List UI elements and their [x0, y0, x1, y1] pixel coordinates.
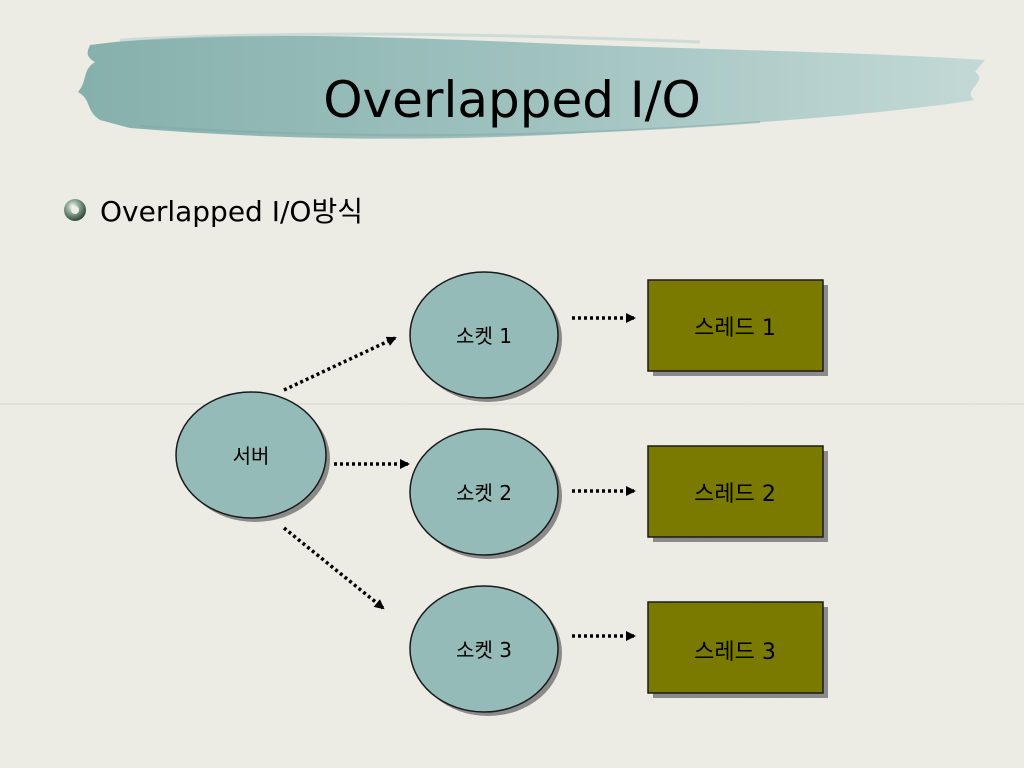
thread-label-3: 스레드 3 — [694, 640, 776, 665]
socket-label-2: 소켓 2 — [456, 481, 512, 505]
server-node: 서버 — [175, 391, 330, 522]
socket-node-3: 소켓 3 — [409, 585, 562, 716]
bullet-item: Overlapped I/O방식 — [62, 190, 363, 230]
arrow-server-socket-3 — [282, 526, 385, 610]
socket-node-1: 소켓 1 — [409, 271, 562, 402]
socket-node-2: 소켓 2 — [409, 428, 562, 559]
thread-box-3: 스레드 3 — [647, 601, 828, 698]
server-label: 서버 — [233, 444, 270, 468]
thread-label-2: 스레드 2 — [694, 482, 776, 507]
thread-label-1: 스레드 1 — [694, 316, 776, 341]
thread-box-1: 스레드 1 — [647, 279, 828, 376]
bullet-text: Overlapped I/O방식 — [100, 195, 363, 228]
arrow-server-socket-1 — [283, 336, 397, 392]
thread-box-2: 스레드 2 — [647, 445, 828, 542]
socket-label-3: 소켓 3 — [456, 638, 512, 662]
title-brush-stroke — [78, 32, 985, 139]
slide-title: Overlapped I/O — [323, 71, 701, 129]
sphere-bullet-icon — [64, 199, 86, 221]
socket-label-1: 소켓 1 — [456, 324, 512, 348]
